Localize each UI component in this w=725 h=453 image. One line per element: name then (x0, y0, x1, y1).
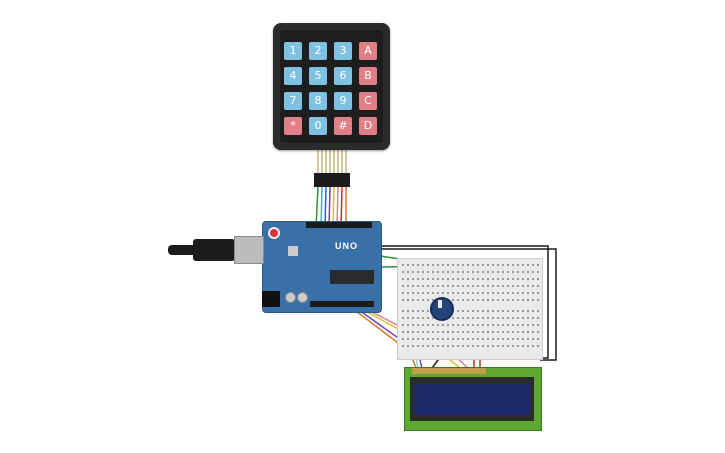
keypad-key-5[interactable]: 5 (309, 67, 327, 85)
usb-cable[interactable] (193, 239, 235, 261)
arduino-uno-board[interactable] (262, 221, 382, 313)
keypad-key-D[interactable]: D (359, 117, 377, 135)
usb-port[interactable] (234, 236, 264, 264)
potentiometer-wiper-icon (438, 300, 442, 308)
analog-power-header (310, 301, 374, 307)
board-model-label: UNO (335, 241, 358, 251)
keypad-key-0[interactable]: 0 (309, 117, 327, 135)
keypad-key-*[interactable]: * (284, 117, 302, 135)
capacitor (297, 292, 308, 303)
power-jack[interactable] (262, 291, 280, 307)
capacitor (285, 292, 296, 303)
keypad-key-4[interactable]: 4 (284, 67, 302, 85)
usb-cable-plug (168, 245, 196, 255)
keypad-key-3[interactable]: 3 (334, 42, 352, 60)
potentiometer[interactable] (430, 297, 454, 321)
keypad-key-C[interactable]: C (359, 92, 377, 110)
keypad-key-9[interactable]: 9 (334, 92, 352, 110)
keypad-key-1[interactable]: 1 (284, 42, 302, 60)
breadboard[interactable] (397, 258, 543, 360)
lcd-pin-header (412, 368, 486, 374)
reset-button[interactable] (268, 227, 280, 239)
digital-header (306, 222, 372, 228)
keypad-key-B[interactable]: B (359, 67, 377, 85)
lcd-screen (414, 383, 530, 415)
keypad-key-6[interactable]: 6 (334, 67, 352, 85)
keypad-key-2[interactable]: 2 (309, 42, 327, 60)
keypad-key-#[interactable]: # (334, 117, 352, 135)
keypad-key-A[interactable]: A (359, 42, 377, 60)
keypad-key-8[interactable]: 8 (309, 92, 327, 110)
crystal (288, 246, 298, 256)
atmega-chip (330, 270, 374, 284)
keypad-key-7[interactable]: 7 (284, 92, 302, 110)
keypad-connector (314, 173, 350, 187)
